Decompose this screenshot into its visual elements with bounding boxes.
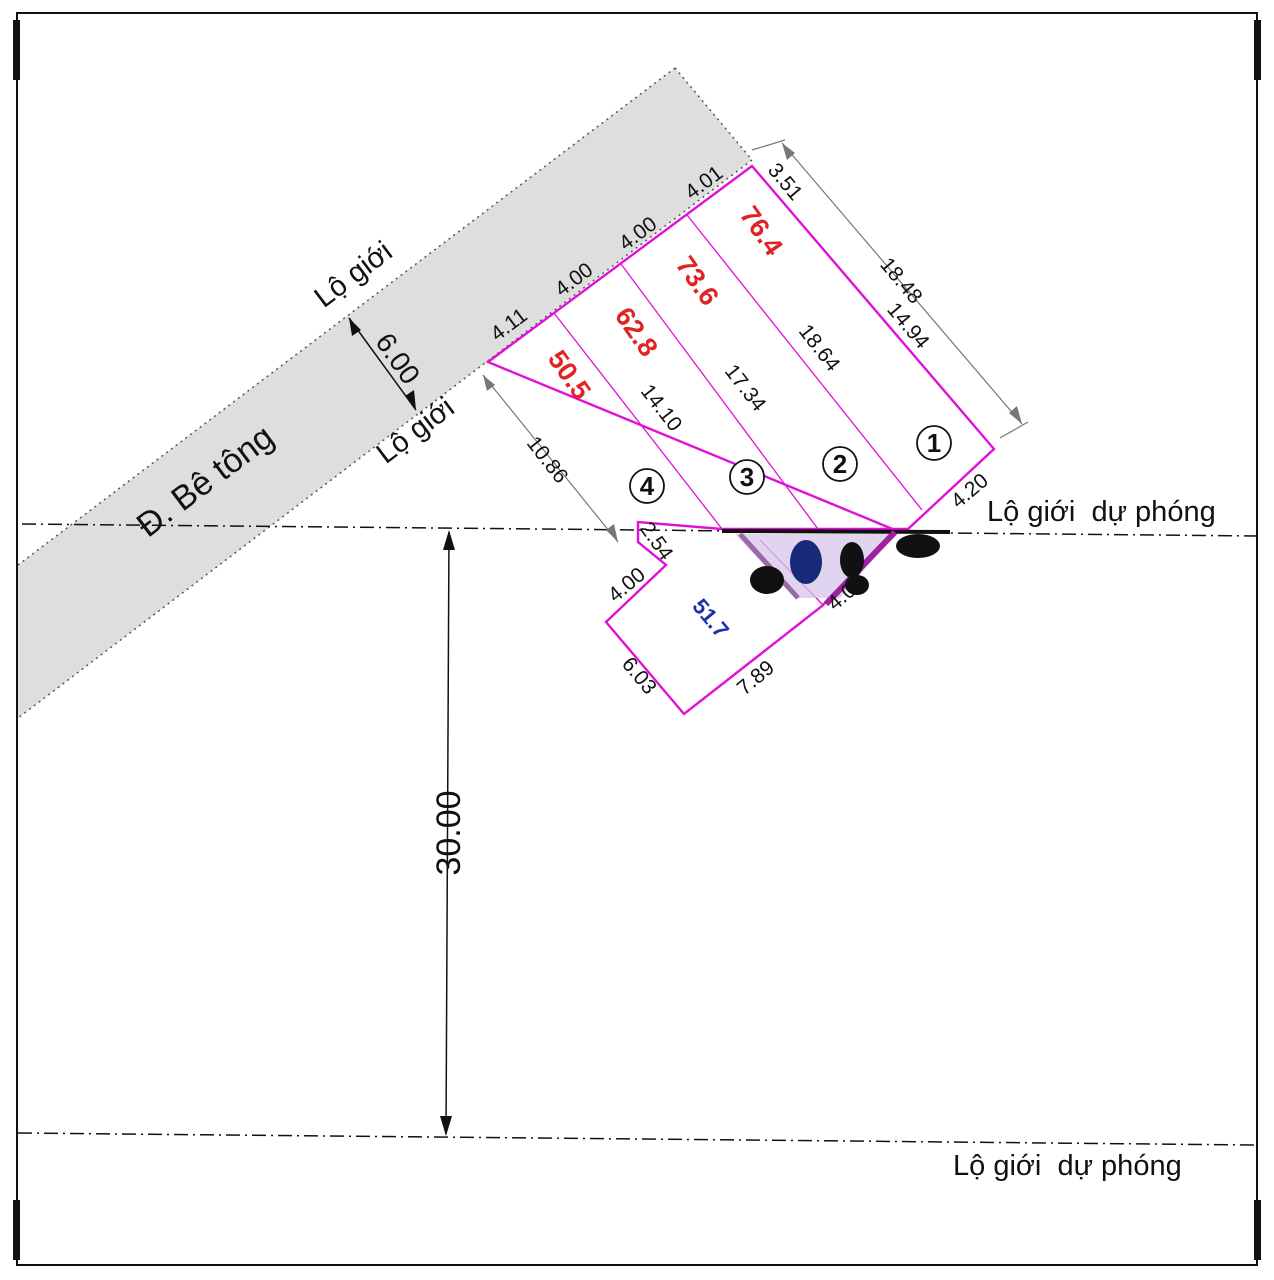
lot-1-area: 76.4 xyxy=(734,201,789,261)
lot-1-back-length: 4.20 xyxy=(947,469,993,513)
extension-line xyxy=(751,139,786,151)
extension-line xyxy=(999,421,1029,439)
projected-boundary-top-line xyxy=(21,523,1259,537)
lot-4-area: 50.5 xyxy=(542,345,597,405)
extension-bottom-left-length: 6.03 xyxy=(617,653,661,699)
extension-bottom-length: 7.89 xyxy=(733,656,779,700)
frame-corner-mark xyxy=(1254,1200,1261,1260)
lot-2-number: 2 xyxy=(833,449,847,479)
corner-length: 3.51 xyxy=(763,159,807,205)
drawing-frame xyxy=(16,12,1258,1266)
redacted-mark xyxy=(845,575,869,595)
left-side-dimension-line xyxy=(482,374,619,543)
redacted-mark xyxy=(840,542,864,578)
redacted-mark xyxy=(750,566,784,594)
arrowhead xyxy=(349,318,361,336)
setback-line xyxy=(721,529,951,534)
extension-left-length: 4.00 xyxy=(604,563,650,607)
frame-corner-mark xyxy=(13,1200,20,1260)
lot-4-marker xyxy=(629,468,665,504)
frame-corner-mark xyxy=(13,20,20,80)
concrete-road xyxy=(18,68,752,718)
left-side-length: 10.86 xyxy=(522,432,572,488)
distance-dimension-line xyxy=(445,531,450,1135)
lot-2-marker xyxy=(822,446,858,482)
lot-outlines xyxy=(485,164,996,716)
redacted-mark xyxy=(790,540,822,584)
lot-3-number: 3 xyxy=(740,462,754,492)
redacted-mark xyxy=(896,534,940,558)
setback-strip-edge xyxy=(738,532,800,600)
distance-value: 30.00 xyxy=(430,790,468,875)
lot-group-outline xyxy=(485,164,996,716)
projected-boundary-label-bottom: Lộ giới dự phóng xyxy=(953,1150,1182,1182)
arrowhead xyxy=(1009,406,1022,424)
frame-corner-mark xyxy=(1254,20,1261,80)
arrowhead xyxy=(440,1116,452,1136)
road-edge-line xyxy=(17,159,753,719)
road-width-dimension-line xyxy=(348,317,417,411)
lot-4-number: 4 xyxy=(640,471,655,501)
arrowhead xyxy=(405,390,416,410)
arrowhead xyxy=(606,524,618,542)
projected-boundary-label-top: Lộ giới dự phóng xyxy=(987,496,1216,528)
lot-divider xyxy=(620,263,819,530)
road-edge-line xyxy=(674,67,753,161)
divider-1-2-length: 18.64 xyxy=(794,320,845,376)
arrowhead xyxy=(483,375,495,391)
lot-1-number: 1 xyxy=(927,428,941,458)
lot-2-area: 73.6 xyxy=(670,251,725,311)
projected-boundary-bottom-line xyxy=(17,1132,1259,1146)
arrowhead xyxy=(782,143,795,160)
lot-number-markers: 1 2 3 4 xyxy=(629,425,952,504)
lot-divider xyxy=(686,214,923,511)
lot-3-marker xyxy=(729,459,765,495)
lot-1-marker xyxy=(916,425,952,461)
lot-divider xyxy=(553,312,723,530)
arrowhead xyxy=(443,530,455,550)
right-total-dimension-line xyxy=(781,142,1023,425)
extra-lot-area: 51.7 xyxy=(687,594,734,643)
